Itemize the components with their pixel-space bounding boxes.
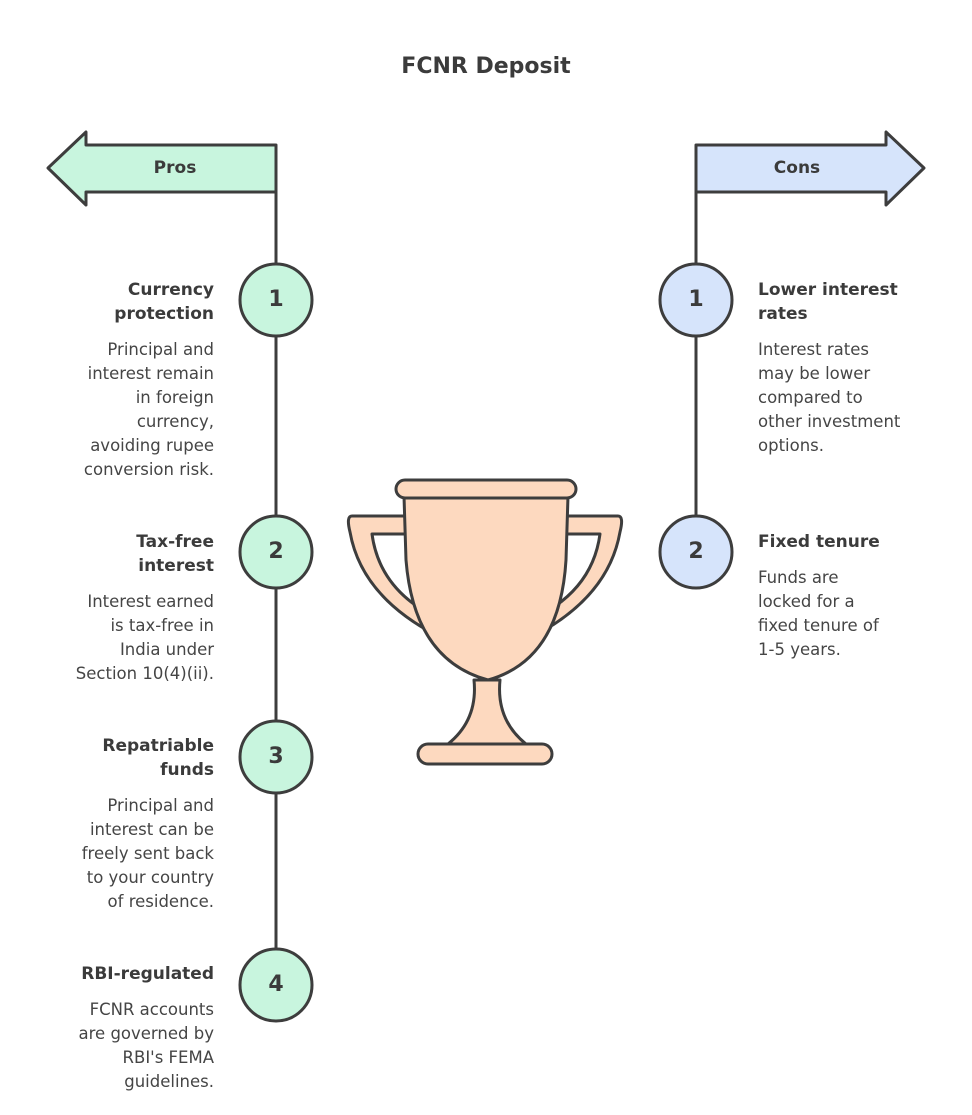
pros-item-1-desc-line: interest remain xyxy=(87,364,214,383)
pros-number-2: 2 xyxy=(268,539,284,564)
cons-item-1-description: Interest rates may be lower compared to … xyxy=(758,338,963,458)
cons-item-1-desc-line: other investment xyxy=(758,412,901,431)
pros-number-3: 3 xyxy=(268,744,284,769)
cons-item-2-desc-line: 1-5 years. xyxy=(758,640,841,659)
pros-circle-3 xyxy=(238,719,314,795)
pros-item-1-title-line: protection xyxy=(114,304,214,324)
cons-item-2-desc-line: fixed tenure of xyxy=(758,616,879,635)
cons-item-1-desc-line: may be lower xyxy=(758,364,871,383)
cons-circle-1 xyxy=(658,262,734,338)
pros-circle-4 xyxy=(238,947,314,1023)
pros-item-4-desc-line: are governed by xyxy=(78,1024,214,1043)
cons-item-1-desc-line: options. xyxy=(758,436,825,455)
pros-item-1-description: Principal and interest remain in foreign… xyxy=(20,338,214,482)
cons-circle-2 xyxy=(658,514,734,590)
pros-item-2-desc-line: Interest earned xyxy=(87,592,214,611)
pros-item-3-desc-line: of residence. xyxy=(107,892,214,911)
cons-number-1: 1 xyxy=(688,287,704,312)
cons-item-2-description: Funds are locked for a fixed tenure of 1… xyxy=(758,566,963,662)
pros-item-2-title: Tax-free interest xyxy=(30,530,214,578)
cons-number-2: 2 xyxy=(688,539,704,564)
pros-item-1-title-line: Currency xyxy=(127,280,214,300)
pros-item-2-desc-line: Section 10(4)(ii). xyxy=(75,664,214,683)
cons-item-1-desc-line: compared to xyxy=(758,388,863,407)
pros-item-2-desc-line: India under xyxy=(119,640,214,659)
pros-item-2-title-line: interest xyxy=(138,556,214,576)
pros-item-3-desc-line: freely sent back xyxy=(81,844,214,863)
cons-item-2-desc-line: Funds are xyxy=(758,568,839,587)
cons-item-2-title-line: Fixed tenure xyxy=(758,532,880,552)
cons-item-2-title: Fixed tenure xyxy=(758,530,958,554)
pros-number-1: 1 xyxy=(268,287,284,312)
pros-item-1-desc-line: conversion risk. xyxy=(83,460,214,479)
pros-item-4-title: RBI-regulated xyxy=(30,962,214,986)
pros-item-3-title: Repatriable funds xyxy=(30,734,214,782)
pros-item-1-desc-line: avoiding rupee xyxy=(90,436,214,455)
pros-item-3-desc-line: to your country xyxy=(86,868,214,887)
pros-item-2-title-line: Tax-free xyxy=(136,532,214,552)
trophy-icon xyxy=(346,478,624,766)
cons-label: Cons xyxy=(773,158,821,178)
pros-item-4-title-line: RBI-regulated xyxy=(81,964,214,984)
cons-item-1-title: Lower interest rates xyxy=(758,278,958,326)
pros-label: Pros xyxy=(153,158,197,178)
pros-item-1-desc-line: in foreign xyxy=(135,388,214,407)
pros-item-1-desc-line: Principal and xyxy=(107,340,214,359)
pros-circle-2 xyxy=(238,514,314,590)
pros-item-4-desc-line: FCNR accounts xyxy=(89,1000,214,1019)
cons-item-1-desc-line: Interest rates xyxy=(758,340,869,359)
pros-item-2-description: Interest earned is tax-free in India und… xyxy=(20,590,214,686)
pros-number-4: 4 xyxy=(268,972,284,997)
pros-item-3-desc-line: Principal and xyxy=(107,796,214,815)
pros-item-3-title-line: Repatriable xyxy=(102,736,214,756)
pros-item-1-desc-line: currency, xyxy=(136,412,214,431)
page-title: FCNR Deposit xyxy=(401,54,571,79)
pros-item-2-desc-line: is tax-free in xyxy=(110,616,214,635)
cons-item-2-desc-line: locked for a xyxy=(758,592,855,611)
cons-item-1-title-line: Lower interest xyxy=(758,280,898,300)
pros-item-4-description: FCNR accounts are governed by RBI's FEMA… xyxy=(20,998,214,1094)
pros-circle-1 xyxy=(238,262,314,338)
pros-item-3-desc-line: interest can be xyxy=(89,820,214,839)
cons-item-1-title-line: rates xyxy=(758,304,808,324)
pros-item-1-title: Currency protection xyxy=(30,278,214,326)
pros-item-4-desc-line: RBI's FEMA xyxy=(122,1048,214,1067)
pros-item-3-title-line: funds xyxy=(160,760,214,780)
pros-item-4-desc-line: guidelines. xyxy=(124,1072,214,1091)
pros-item-3-description: Principal and interest can be freely sen… xyxy=(20,794,214,914)
